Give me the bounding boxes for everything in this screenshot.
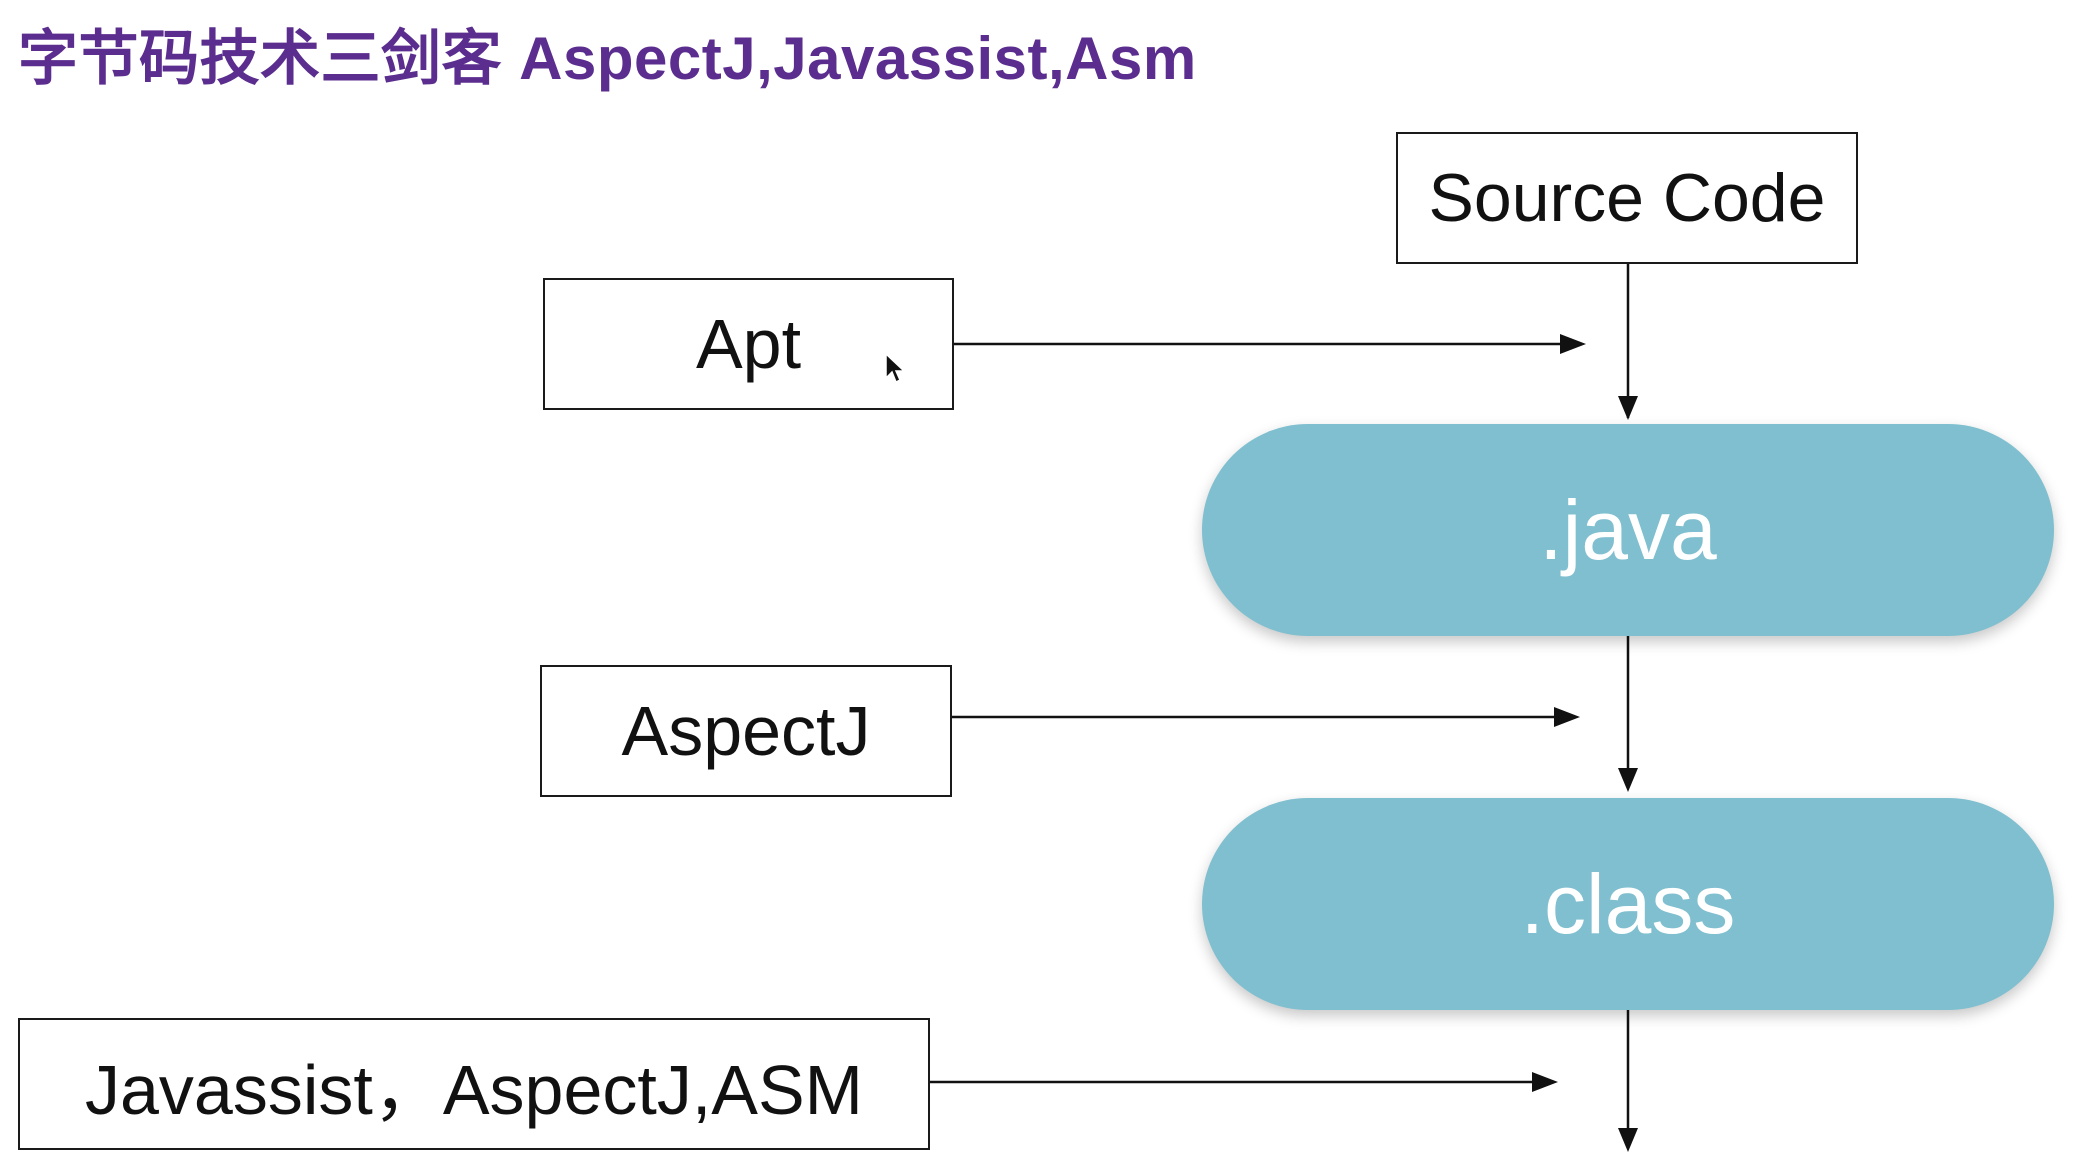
aspectj-label: AspectJ: [621, 692, 871, 770]
java-stage-pill: .java: [1202, 424, 2054, 636]
class-stage-pill: .class: [1202, 798, 2054, 1010]
mouse-cursor-icon: [885, 352, 906, 384]
arrowhead-java-to-class: [1618, 768, 1638, 792]
arrowhead-aspectj: [1554, 707, 1580, 727]
bytecode-tools-box: Javassist，AspectJ,ASM: [18, 1018, 930, 1150]
arrowhead-apt: [1560, 334, 1586, 354]
source-code-label: Source Code: [1428, 160, 1826, 236]
class-stage-label: .class: [1520, 856, 1736, 951]
arrowhead-source-to-java: [1618, 396, 1638, 420]
source-code-box: Source Code: [1396, 132, 1858, 264]
apt-label: Apt: [695, 305, 802, 383]
aspectj-box: AspectJ: [540, 665, 952, 797]
bytecode-tools-label: Javassist，AspectJ,ASM: [85, 1050, 863, 1129]
arrowhead-class-to-output: [1618, 1128, 1638, 1152]
page-title: 字节码技术三剑客 AspectJ,Javassist,Asm: [18, 25, 1197, 92]
arrowhead-bytecode-tools: [1532, 1072, 1558, 1092]
apt-box: Apt: [543, 278, 954, 410]
java-stage-label: .java: [1539, 482, 1717, 577]
